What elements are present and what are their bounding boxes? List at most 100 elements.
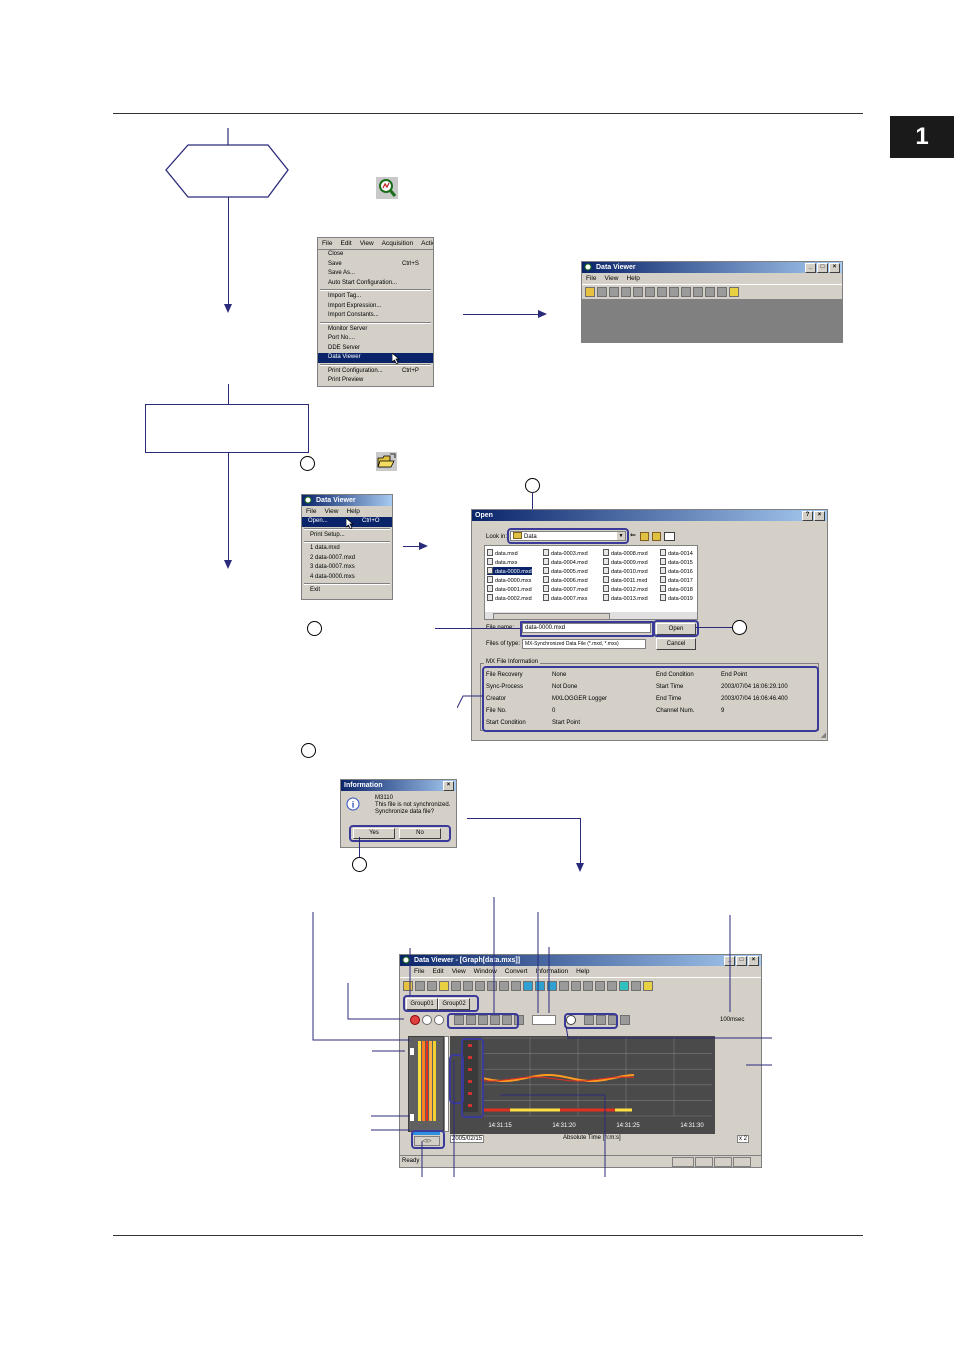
file-item[interactable]: data.mxd <box>487 549 518 557</box>
tab-group02[interactable]: Group02 <box>438 998 470 1010</box>
scale-marker-bottom[interactable] <box>410 1114 414 1121</box>
menu-item-recent-4[interactable]: 4 data-0000.mxs <box>310 573 355 580</box>
file-name-input[interactable]: data-0000.mxd <box>522 623 651 633</box>
tool-icon[interactable] <box>705 287 715 297</box>
display-mode-icon[interactable] <box>547 980 557 991</box>
help-icon[interactable] <box>643 980 653 991</box>
maximize-button[interactable]: □ <box>817 263 828 273</box>
file-item[interactable]: data-0008.mxd <box>603 549 648 557</box>
tool-icon[interactable] <box>475 980 485 991</box>
menu-item-open[interactable]: Open...Ctrl+O <box>302 517 392 529</box>
cursor-b-icon[interactable] <box>596 1015 606 1025</box>
menu-item-data-viewer[interactable]: Data Viewer <box>318 353 433 364</box>
file-item[interactable]: data-0019 <box>660 594 693 602</box>
back-icon[interactable]: ⇐ <box>630 532 636 539</box>
file-item[interactable]: data-0007.mxs <box>543 594 587 602</box>
binoculars-icon[interactable] <box>621 287 631 297</box>
tool-icon[interactable] <box>466 1015 476 1025</box>
print-icon[interactable] <box>717 287 727 297</box>
horizontal-scrollbar[interactable] <box>485 612 697 619</box>
file-item[interactable]: data-0007.mxd <box>543 585 588 593</box>
menu-help[interactable]: Help <box>346 508 360 515</box>
menu-item-exit[interactable]: Exit <box>310 587 321 593</box>
scroll-thumb[interactable] <box>493 613 610 619</box>
file-item[interactable]: data-0000.mxs <box>487 576 531 584</box>
help-icon[interactable] <box>729 287 739 297</box>
menu-item-dde-server[interactable]: DDE Server <box>328 344 361 351</box>
record-icon[interactable] <box>410 1015 420 1025</box>
file-item[interactable]: data-0010.mxd <box>603 567 648 575</box>
tool-icon[interactable] <box>571 980 581 991</box>
menu-acquisition[interactable]: Acquisition <box>381 240 414 247</box>
menu-view[interactable]: View <box>359 240 374 247</box>
resize-grip-icon[interactable]: ◢ <box>820 732 826 739</box>
open-button[interactable]: Open <box>656 623 696 635</box>
menu-file[interactable]: File <box>306 508 317 515</box>
new-folder-icon[interactable] <box>652 532 661 541</box>
menu-file[interactable]: File <box>586 275 597 282</box>
menu-view[interactable]: View <box>451 968 466 975</box>
cursor-a-icon[interactable] <box>584 1015 594 1025</box>
file-item[interactable]: data-0003.mxd <box>543 549 588 557</box>
file-item[interactable]: data-0013.mxd <box>603 594 648 602</box>
open-folder-icon[interactable] <box>403 980 413 991</box>
tool-icon[interactable] <box>669 287 679 297</box>
tool-icon[interactable] <box>681 287 691 297</box>
yes-button[interactable]: Yes <box>353 828 395 839</box>
tool-icon[interactable] <box>451 980 461 991</box>
menu-item-print-preview[interactable]: Print Preview <box>328 377 364 383</box>
open-folder-icon[interactable] <box>585 287 595 297</box>
file-item[interactable]: data-0018 <box>660 585 693 593</box>
tool-icon[interactable] <box>514 1015 524 1025</box>
tool-icon[interactable] <box>499 980 509 991</box>
tool-icon[interactable] <box>583 980 593 991</box>
menu-item-save-as[interactable]: Save As... <box>328 270 356 276</box>
file-item[interactable]: data-0016 <box>660 567 693 575</box>
time-icon[interactable] <box>566 1015 576 1025</box>
zoom-in-icon[interactable] <box>422 1015 432 1025</box>
tool-icon[interactable] <box>607 980 617 991</box>
no-button[interactable]: No <box>399 828 441 839</box>
tool-icon[interactable] <box>439 980 449 991</box>
copy-icon[interactable] <box>427 980 437 991</box>
menu-information[interactable]: Information <box>535 968 569 975</box>
file-item[interactable]: data-0014 <box>660 549 693 557</box>
file-item[interactable]: data-0000.mxd <box>487 567 532 575</box>
close-button[interactable]: × <box>443 781 454 791</box>
menu-item-monitor-server[interactable]: Monitor Server <box>328 325 368 332</box>
file-item[interactable]: data-0004.mxd <box>543 558 588 566</box>
file-item[interactable]: data-0006.mxd <box>543 576 588 584</box>
tool-icon[interactable] <box>657 287 667 297</box>
tool-icon[interactable] <box>595 980 605 991</box>
menu-file[interactable]: File <box>322 240 333 247</box>
file-item[interactable]: data-0012.mxd <box>603 585 648 593</box>
tool-icon[interactable] <box>487 980 497 991</box>
menu-help[interactable]: Help <box>626 275 640 282</box>
menu-item-print-setup[interactable]: Print Setup... <box>310 531 345 538</box>
look-in-select[interactable]: Data ▼ <box>510 531 626 541</box>
menu-item-import-tag[interactable]: Import Tag... <box>328 293 362 299</box>
copy-icon[interactable] <box>609 287 619 297</box>
menu-view[interactable]: View <box>324 508 339 515</box>
file-type-select[interactable]: MX-Synchronized Data File (*.mxd, *.mxs) <box>522 639 646 649</box>
tool-icon[interactable] <box>619 980 629 991</box>
tool-icon[interactable] <box>645 287 655 297</box>
view-menu-icon[interactable] <box>664 532 675 541</box>
tool-icon[interactable] <box>559 980 569 991</box>
menu-item-import-constants[interactable]: Import Constants... <box>328 312 379 318</box>
minimize-button[interactable]: _ <box>805 263 816 273</box>
cursor-b-icon[interactable] <box>620 1015 630 1025</box>
tool-icon[interactable] <box>511 980 521 991</box>
range-slider[interactable] <box>532 1015 556 1025</box>
menu-file[interactable]: File <box>414 968 425 975</box>
menu-edit[interactable]: Edit <box>432 968 444 975</box>
menu-help[interactable]: Help <box>576 968 590 975</box>
file-item[interactable]: data-0009.mxd <box>603 558 648 566</box>
display-mode-icon[interactable] <box>535 980 545 991</box>
close-button[interactable]: × <box>748 956 759 966</box>
menu-item-import-expression[interactable]: Import Expression... <box>328 302 382 309</box>
file-item[interactable]: data-0005.mxd <box>543 567 588 575</box>
cancel-button[interactable]: Cancel <box>656 638 696 650</box>
